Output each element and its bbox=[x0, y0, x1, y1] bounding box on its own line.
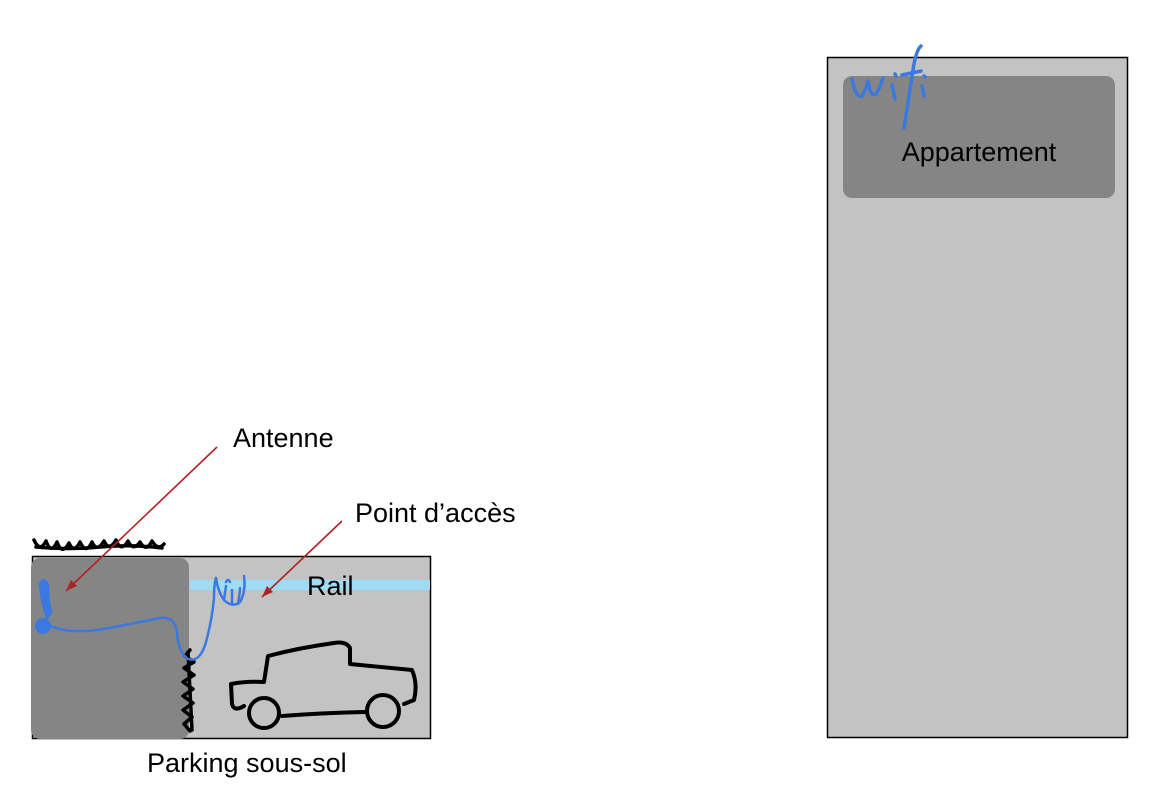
parking-room bbox=[31, 558, 189, 739]
antenna-base bbox=[35, 618, 51, 634]
wifi-handwriting bbox=[850, 44, 927, 130]
scribble-top bbox=[32, 538, 166, 551]
wifi-text-hidden: wifi bbox=[0, 0, 43, 7]
label-parking: Parking sous-sol bbox=[147, 748, 347, 778]
car-sketch-icon bbox=[229, 640, 418, 730]
arrow-antenne bbox=[65, 446, 218, 592]
scribble-wall bbox=[181, 648, 196, 733]
arrow-point-acces bbox=[261, 520, 343, 598]
label-appartement: Appartement bbox=[902, 137, 1057, 167]
antenna-icon bbox=[38, 579, 53, 622]
label-rail: Rail bbox=[307, 571, 354, 601]
cable bbox=[46, 576, 218, 661]
rail bbox=[190, 580, 430, 590]
access-point-icon bbox=[214, 574, 246, 606]
label-antenne: Antenne bbox=[233, 423, 334, 453]
label-point-acces: Point d’accès bbox=[355, 498, 516, 528]
apartment-room bbox=[843, 76, 1115, 198]
